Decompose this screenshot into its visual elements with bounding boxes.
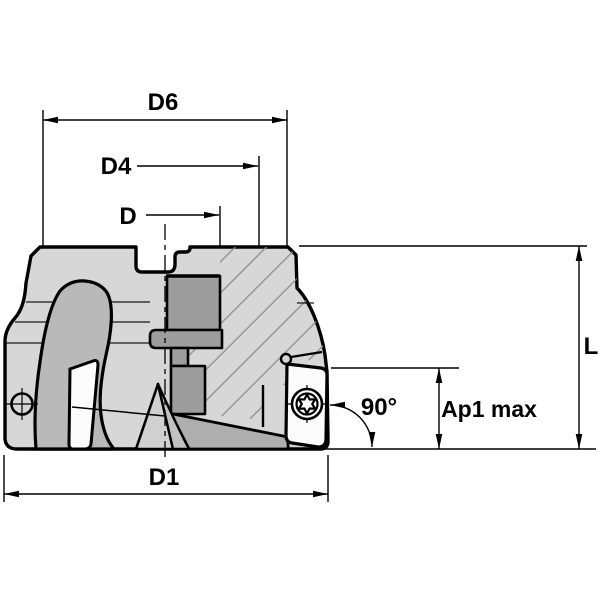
tooth-edge-line: [71, 406, 166, 417]
d-label: D: [119, 203, 136, 230]
bore-counterbore-step: [148, 328, 224, 350]
bore-lower-block: [169, 364, 207, 416]
d4-label: D4: [101, 153, 132, 180]
angle-label: 90°: [361, 394, 397, 421]
ap1-label: Ap1 max: [441, 396, 537, 422]
dimension-d4: D4: [101, 153, 260, 246]
insert-side: [67, 359, 100, 451]
pocket-top-line: [290, 350, 323, 359]
dimension-l: L: [299, 245, 599, 450]
d1-label: D1: [149, 464, 180, 491]
bore-upper-block: [165, 274, 222, 332]
cutter-body: [3, 224, 330, 457]
dimension-d6: D6: [42, 89, 288, 246]
section-hatch: [188, 247, 326, 420]
tooth-flank-sliver: [156, 382, 191, 451]
d6-label: D6: [148, 89, 179, 116]
dimension-d1: D1: [3, 455, 329, 502]
bore-section: [148, 274, 224, 416]
dimension-d: D: [119, 203, 221, 246]
pocket-corner-hole: [279, 352, 293, 366]
l-label: L: [584, 333, 599, 360]
screw-hole-icon: [6, 388, 38, 420]
dimension-angle-90: 90°: [329, 394, 397, 448]
dimension-ap1: Ap1 max: [331, 367, 537, 449]
dimensions: D6 D4 D L Ap1 max D1: [3, 89, 599, 502]
angle-arc: [329, 401, 376, 448]
bore-neck: [169, 346, 190, 368]
torx-screw-icon: [288, 385, 326, 423]
